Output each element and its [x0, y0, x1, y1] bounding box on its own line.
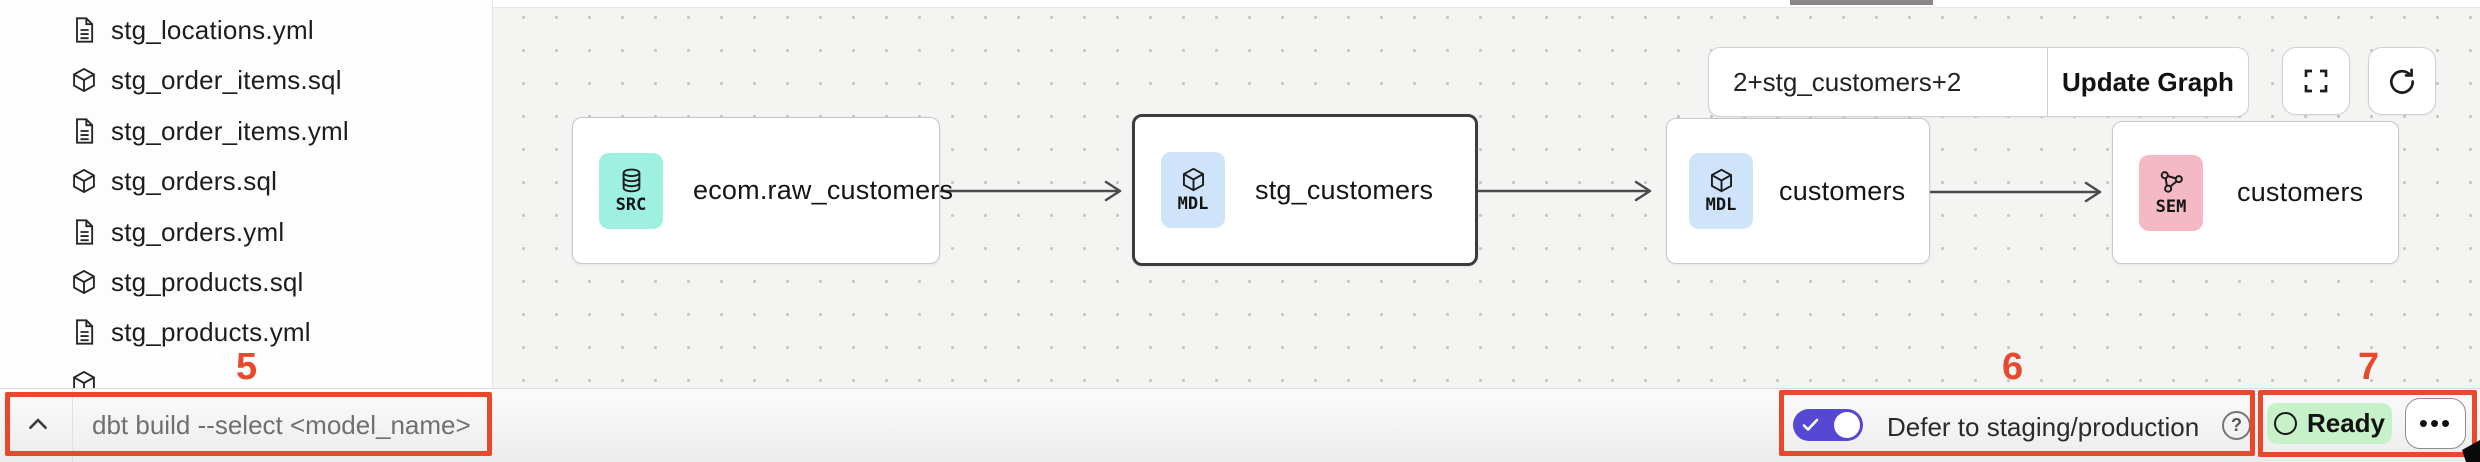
semantic-badge: SEM — [2139, 154, 2203, 231]
document-icon — [76, 219, 94, 245]
defer-toggle[interactable] — [1793, 409, 1863, 441]
cube-icon — [1710, 168, 1732, 193]
file-name: stg_orders.yml — [111, 216, 285, 247]
file-name: stg_order_items.sql — [111, 64, 342, 95]
lineage-node-customers-semantic[interactable]: SEM customers — [2112, 121, 2399, 264]
fullscreen-button[interactable] — [2282, 47, 2350, 115]
model-cube-icon — [73, 370, 95, 388]
file-name: stg_locations.yml — [111, 14, 314, 45]
ready-status-label: Ready — [2306, 408, 2386, 438]
file-row-stg-order-items-yml[interactable]: stg_order_items.yml — [70, 106, 349, 156]
badge-label: SRC — [615, 194, 647, 215]
badge-label: MDL — [1177, 194, 1209, 214]
database-icon — [622, 168, 640, 192]
file-tree: stg_locations.yml stg_order_items.sql st… — [0, 0, 493, 388]
file-name: stg_orders.sql — [111, 165, 278, 196]
lineage-node-customers-model[interactable]: MDL customers — [1666, 118, 1930, 264]
file-row-stg-order-items-sql[interactable]: stg_order_items.sql — [70, 55, 342, 105]
ready-status-badge[interactable]: Ready — [2267, 403, 2392, 444]
node-label: customers — [1779, 175, 1906, 206]
command-bar-divider — [72, 389, 73, 462]
node-label: ecom.raw_customers — [693, 175, 954, 205]
command-bar-expand-button[interactable] — [16, 404, 60, 446]
model-badge: MDL — [1161, 152, 1225, 228]
file-row-stg-orders-sql[interactable]: stg_orders.sql — [70, 156, 277, 206]
refresh-button[interactable] — [2368, 47, 2436, 115]
fullscreen-icon — [2304, 69, 2328, 93]
badge-label: SEM — [2155, 196, 2187, 217]
dbt-command-input[interactable] — [92, 400, 482, 450]
file-row-stg-products-yml[interactable]: stg_products.yml — [70, 307, 311, 357]
file-name: stg_order_items.yml — [111, 115, 349, 146]
check-icon — [1802, 418, 1819, 431]
model-cube-icon — [73, 269, 95, 295]
canvas-top-strip — [493, 0, 2480, 8]
refresh-icon — [2390, 68, 2415, 94]
semantic-graph-icon — [2160, 170, 2183, 193]
tab-scroll-indicator — [1790, 0, 1933, 5]
lineage-node-ecom-raw-customers[interactable]: SRC ecom.raw_customers — [572, 117, 953, 264]
node-label: stg_customers — [1255, 174, 1434, 205]
help-icon[interactable]: ? — [2222, 411, 2251, 440]
file-row-stg-locations-yml[interactable]: stg_locations.yml — [70, 5, 314, 55]
file-row-partial[interactable] — [70, 358, 98, 388]
file-name: stg_products.sql — [111, 266, 304, 297]
cube-icon — [1182, 167, 1204, 192]
graph-selector-box: Update Graph — [1708, 47, 2249, 117]
file-name: stg_products.yml — [111, 316, 311, 347]
model-cube-icon — [73, 168, 95, 194]
toggle-knob — [1834, 412, 1860, 438]
selector-input[interactable] — [1709, 48, 2047, 116]
model-badge: MDL — [1689, 153, 1753, 229]
file-row-stg-products-sql[interactable]: stg_products.sql — [70, 257, 304, 307]
more-options-button[interactable]: ••• — [2405, 398, 2466, 449]
status-circle-icon — [2273, 412, 2297, 435]
node-label: customers — [2237, 177, 2364, 207]
badge-label: MDL — [1705, 195, 1737, 215]
defer-label: Defer to staging/production — [1887, 412, 2200, 442]
selector-divider — [2047, 48, 2048, 116]
document-icon — [76, 319, 94, 345]
model-cube-icon — [73, 67, 95, 93]
document-icon — [76, 17, 94, 43]
update-graph-button[interactable]: Update Graph — [2048, 48, 2248, 116]
document-icon — [76, 118, 94, 144]
file-row-stg-orders-yml[interactable]: stg_orders.yml — [70, 207, 284, 257]
source-badge: SRC — [599, 152, 663, 229]
lineage-node-stg-customers[interactable]: MDL stg_customers — [1132, 114, 1478, 266]
chevron-up-icon — [29, 418, 47, 430]
